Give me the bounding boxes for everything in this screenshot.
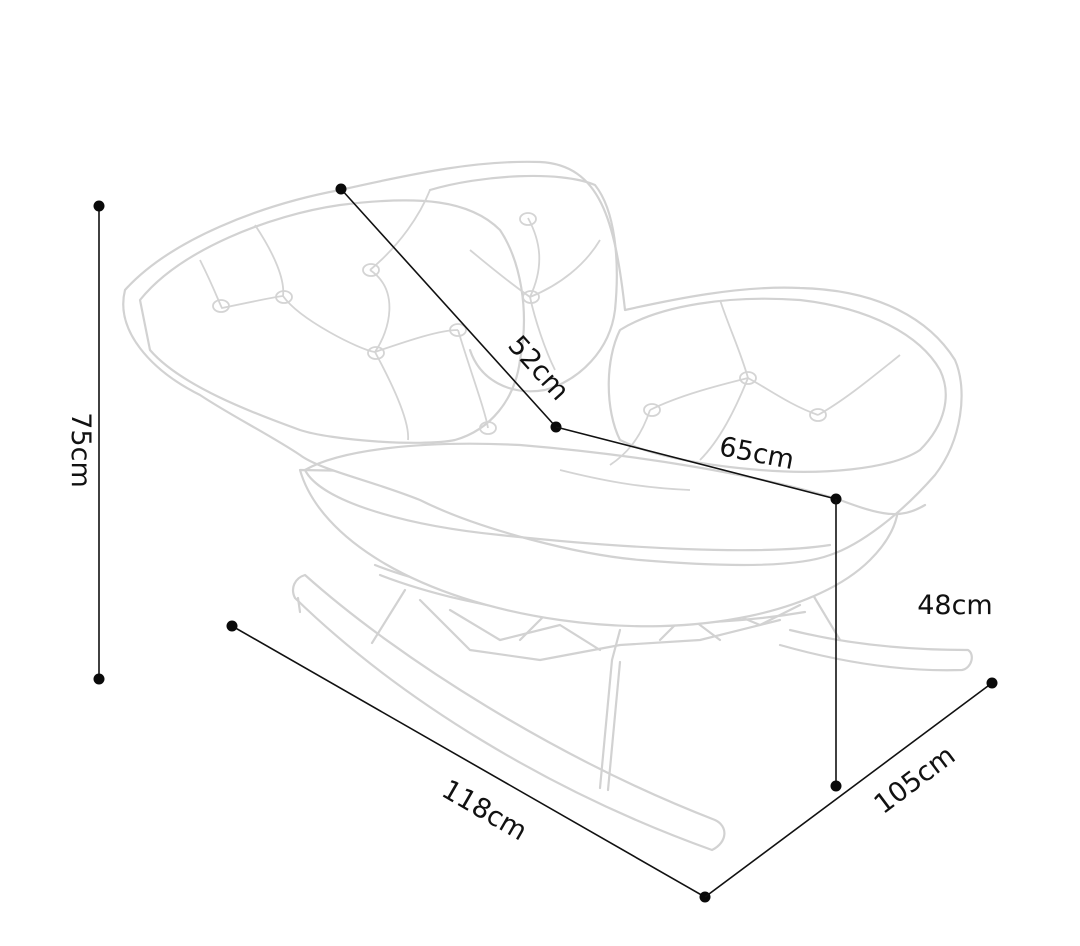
seat-height-end-dot	[830, 780, 842, 792]
rocking-chair-drawing	[122, 160, 973, 852]
seat-cushion	[122, 160, 963, 567]
back-rocker-runner	[778, 628, 973, 672]
depth-end-dot	[986, 677, 998, 689]
height-dimension: 75cm	[65, 200, 105, 685]
rocker-runner-foot	[296, 596, 302, 614]
overall-depth-dimension: 105cm	[704, 677, 998, 898]
height-end-dot	[93, 673, 105, 685]
seat-height-label: 48cm	[917, 590, 993, 621]
seat-height-dimension: 48cm	[830, 499, 993, 792]
front-rocker-runner	[291, 573, 726, 852]
overall-depth-label: 105cm	[869, 740, 962, 821]
center-back-cushion	[428, 174, 618, 393]
left-back-cushion	[138, 199, 526, 444]
overall-length-dimension: 118cm	[226, 620, 711, 903]
height-start-dot	[93, 200, 105, 212]
right-back-cushion	[607, 297, 947, 473]
overall-length-label: 118cm	[436, 774, 532, 847]
length-start-dot	[226, 620, 238, 632]
height-label: 75cm	[65, 412, 96, 488]
cushion-front-roll	[303, 442, 927, 516]
tufting-buttons	[212, 212, 827, 435]
seat-depth-start-dot	[335, 183, 347, 195]
